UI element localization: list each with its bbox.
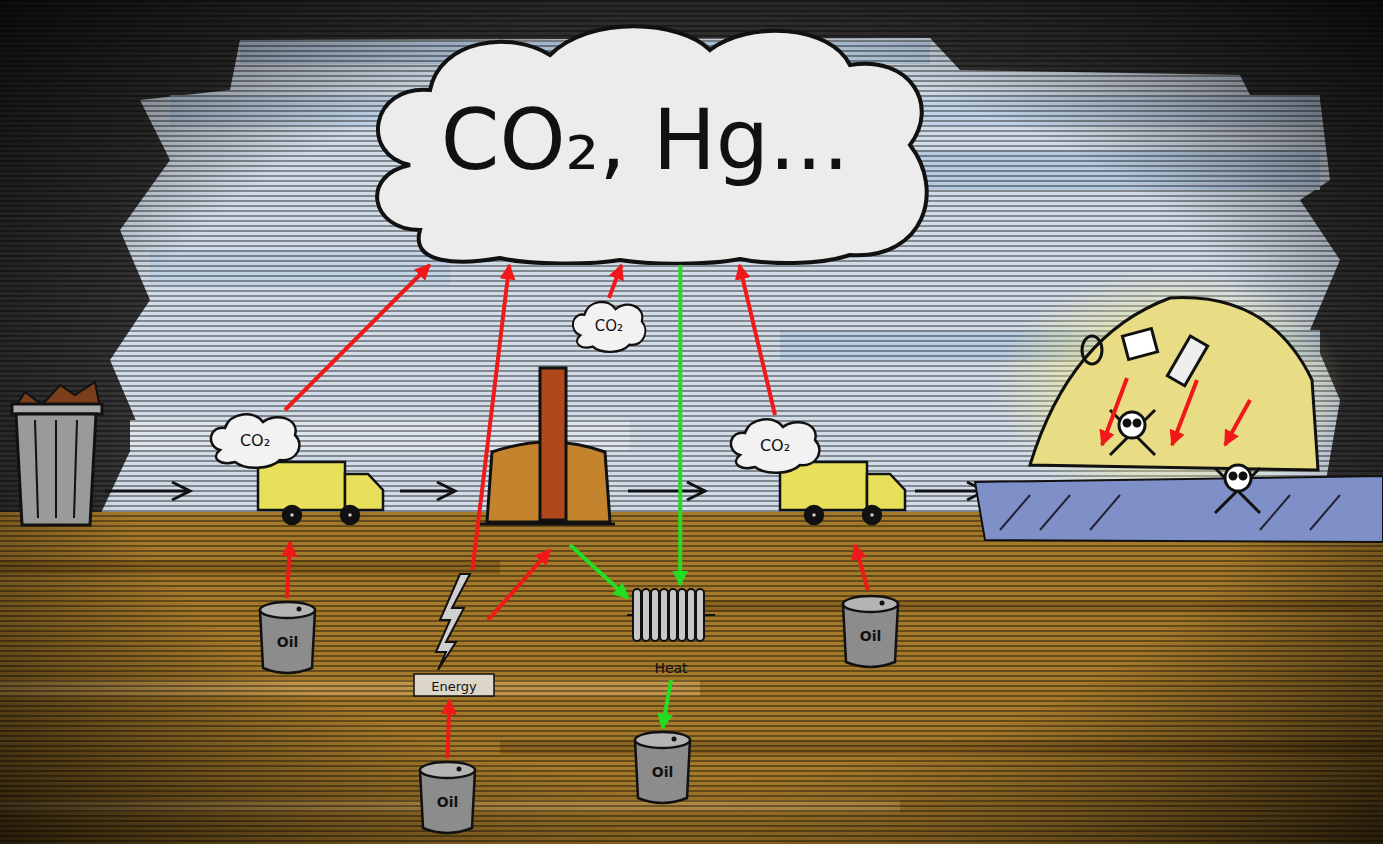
green-arrow bbox=[678, 265, 682, 585]
heat-node: Heat bbox=[625, 585, 717, 680]
co2-puff: CO₂ bbox=[568, 298, 650, 354]
red-arrows bbox=[287, 378, 1250, 620]
skull bbox=[1215, 465, 1260, 513]
oil-barrel: Oil bbox=[255, 598, 320, 676]
barrel-label: Oil bbox=[277, 634, 299, 650]
co2-puff: CO₂ bbox=[725, 415, 825, 475]
text-holder: Oil bbox=[415, 758, 480, 836]
text-holder: Oil bbox=[630, 728, 695, 806]
landfill bbox=[975, 270, 1383, 542]
barrel-label: Oil bbox=[652, 764, 674, 780]
text-holder: CO₂ bbox=[205, 410, 305, 470]
text-holder: CO₂ bbox=[568, 298, 650, 354]
oil-barrel: Oil bbox=[630, 728, 695, 806]
red-arrow bbox=[739, 265, 775, 415]
red-arrow bbox=[609, 265, 621, 298]
green-arrow bbox=[663, 680, 672, 728]
co2-puff: CO₂ bbox=[205, 410, 305, 470]
oil-barrel: Oil bbox=[838, 592, 903, 670]
red-arrow bbox=[448, 700, 450, 758]
trash-can bbox=[12, 382, 102, 525]
oil-barrel: Oil bbox=[415, 758, 480, 836]
heat-label: Heat bbox=[654, 660, 687, 676]
barrel-label: Oil bbox=[437, 794, 459, 810]
energy-node: Energy bbox=[408, 570, 500, 700]
text-holder: CO₂ bbox=[725, 415, 825, 475]
puff-label: CO₂ bbox=[760, 436, 790, 455]
skull bbox=[1110, 410, 1155, 455]
text-holder: Oil bbox=[838, 592, 903, 670]
truck bbox=[780, 462, 905, 524]
truck bbox=[258, 462, 383, 524]
text-holder: Energy bbox=[408, 570, 500, 700]
text-holder: Heat bbox=[625, 585, 717, 680]
green-arrow bbox=[570, 545, 628, 598]
pollution-cloud: CO₂, Hg... bbox=[350, 15, 940, 265]
energy-label: Energy bbox=[431, 679, 477, 694]
puff-label: CO₂ bbox=[595, 317, 623, 335]
text-holder: CO₂, Hg... bbox=[350, 15, 940, 265]
incinerator bbox=[480, 368, 615, 524]
cloud-label: CO₂, Hg... bbox=[441, 91, 849, 189]
red-arrow bbox=[285, 265, 430, 410]
barrel-label: Oil bbox=[860, 628, 882, 644]
red-arrow bbox=[472, 265, 509, 570]
text-holder: Oil bbox=[255, 598, 320, 676]
puff-label: CO₂ bbox=[240, 431, 270, 450]
